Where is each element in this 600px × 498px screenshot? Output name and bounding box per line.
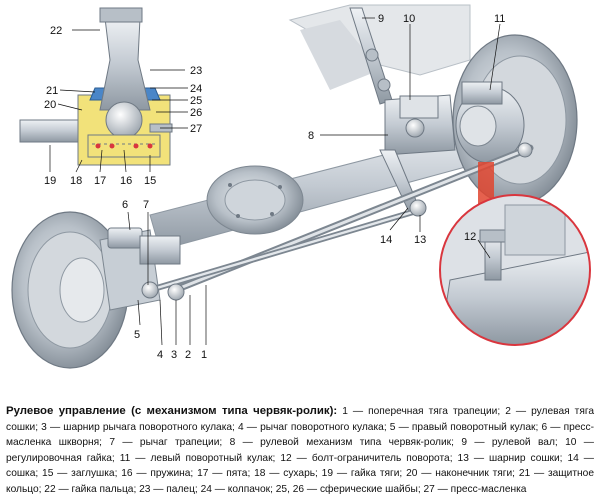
label-16: 16 [120,175,132,187]
label-14: 14 [380,234,392,246]
label-8: 8 [308,130,314,142]
steering-diagram: 22 23 24 25 26 27 21 20 19 18 17 16 15 9… [11,4,591,369]
label-27: 27 [190,123,202,135]
caption-text: 1 — поперечная тяга трапеции; 2 — рулева… [6,406,594,495]
label-4: 4 [157,349,163,361]
label-19: 19 [44,175,56,187]
label-15: 15 [144,175,156,187]
label-18: 18 [70,175,82,187]
label-17: 17 [94,175,106,187]
label-23: 23 [190,65,202,77]
label-7: 7 [143,199,149,211]
leader-lines [49,17,501,346]
figure-caption: Рулевое управление (с механизмом типа че… [6,404,594,498]
inset-limit-bolt [439,194,591,346]
label-22: 22 [50,25,62,37]
label-2: 2 [185,349,191,361]
label-10: 10 [403,13,415,25]
part-labels: 22 23 24 25 26 27 21 20 19 18 17 16 15 9… [44,13,505,361]
label-1: 1 [201,349,207,361]
tie-rods [141,142,534,301]
label-11: 11 [494,13,505,25]
label-5: 5 [134,329,140,341]
label-26: 26 [190,107,202,119]
right-wheel [11,211,181,369]
vehicle-frame [288,4,471,90]
label-20: 20 [44,99,56,111]
label-13: 13 [414,234,426,246]
caption-title: Рулевое управление (с механизмом типа че… [6,405,338,417]
label-3: 3 [171,349,177,361]
label-6: 6 [122,199,128,211]
label-21: 21 [46,85,58,97]
left-wheel [452,34,578,206]
label-25: 25 [190,95,202,107]
label-24: 24 [190,83,202,95]
steering-gear [349,7,456,215]
label-12: 12 [464,231,476,243]
label-9: 9 [378,13,384,25]
inset-ball-joint [19,7,173,166]
